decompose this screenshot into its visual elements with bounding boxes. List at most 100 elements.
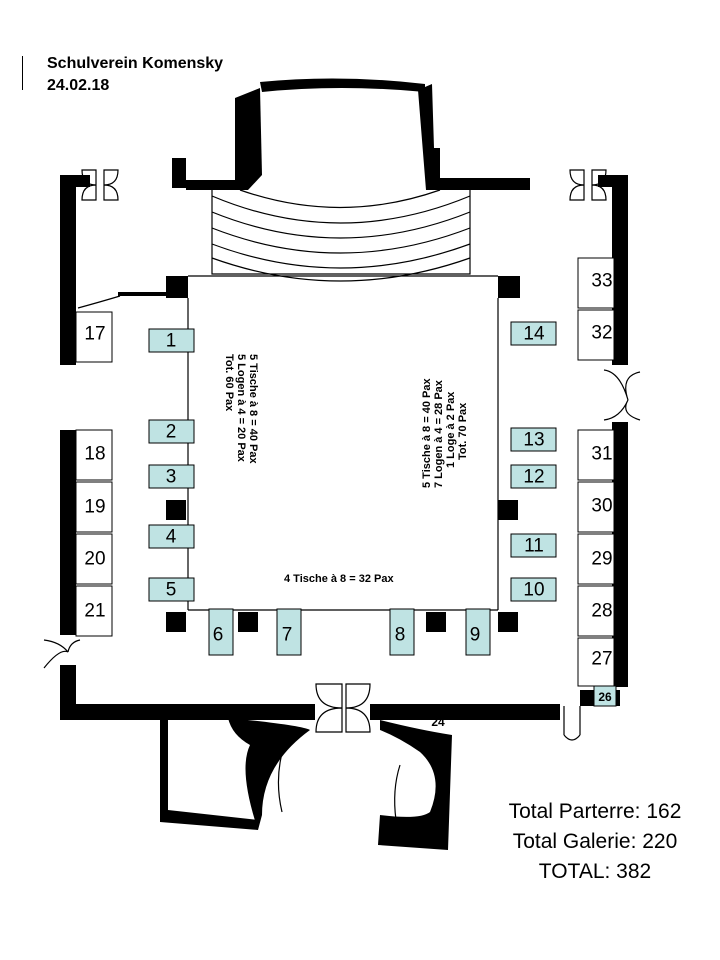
left-note-line-2: 5 Logen à 4 = 20 Pax (235, 354, 247, 463)
pillar (166, 276, 188, 298)
loge-20 (75, 533, 113, 585)
table-3-label: 3 (166, 467, 177, 488)
lobby-left-wall (160, 720, 258, 830)
total-galerie: Total Galerie: 220 (512, 830, 678, 853)
pillar (238, 612, 258, 632)
table-10-label: 10 (523, 580, 544, 601)
table-7 (276, 608, 302, 656)
pillar (166, 500, 186, 520)
right-note-line-2: 7 Logen à 4 = 28 Pax (433, 379, 445, 488)
table-13-label: 13 (523, 430, 544, 451)
loge-21-label: 21 (84, 601, 105, 622)
table-14-label: 14 (523, 324, 545, 345)
pillar (426, 612, 446, 632)
right-wall-low (612, 422, 628, 687)
left-note-line-1: 5 Tische à 8 = 40 Pax (247, 354, 259, 464)
top-right-cap (598, 175, 628, 187)
pillar (498, 276, 520, 298)
loge-26-label: 26 (598, 690, 612, 704)
stage-wall-right (418, 84, 440, 190)
event-header: Schulverein Komensky 24.02.18 (47, 53, 223, 97)
loge-31 (577, 429, 615, 481)
table-4-label: 4 (166, 527, 177, 548)
right-note-line-4: Tot. 70 Pax (457, 402, 469, 460)
table-8 (389, 608, 415, 656)
table-13 (510, 427, 557, 452)
top-left-cap (60, 175, 90, 187)
table-6 (208, 608, 234, 656)
table-1-label: 1 (166, 331, 177, 352)
left-wall-top (60, 175, 76, 365)
left-wall-mid (60, 430, 76, 635)
table-9 (465, 608, 491, 656)
hall-outline (187, 275, 581, 741)
loge-24-label: 24 (431, 715, 445, 729)
table-6-label: 6 (213, 625, 224, 646)
door-top-left-icon (81, 169, 119, 201)
stage-wall-left (235, 88, 262, 190)
loge-17 (75, 311, 113, 363)
loge-26 (593, 685, 617, 707)
top-wall-left (172, 158, 186, 188)
table-2-label: 2 (166, 422, 177, 443)
loge-18-label: 18 (84, 444, 105, 465)
loge-18 (75, 429, 113, 481)
door-top-right-icon (569, 169, 607, 201)
table-11 (510, 533, 557, 558)
totals-block: Total Parterre: 162 Total Galerie: 220 T… (480, 797, 710, 887)
table-1 (148, 328, 195, 353)
total-parterre: Total Parterre: 162 (508, 800, 682, 823)
door-stub (118, 292, 166, 296)
right-wall-top (612, 175, 628, 365)
top-wall-right (440, 178, 530, 190)
table-5 (148, 577, 195, 602)
loge-21 (75, 585, 113, 637)
right-note-line-1: 5 Tische à 8 = 40 Pax (421, 378, 433, 488)
table-5-label: 5 (166, 580, 177, 601)
table-9-label: 9 (470, 625, 481, 646)
stage-rows (211, 189, 471, 282)
loge-20-label: 20 (84, 549, 105, 570)
loge-30-label: 30 (591, 496, 612, 517)
loge-28-label: 28 (591, 601, 612, 622)
loges: 17 18 19 20 21 33 32 31 30 29 28 27 26 2… (75, 257, 617, 729)
stage-back (260, 78, 425, 92)
table-10 (510, 577, 557, 602)
pillar (166, 612, 186, 632)
event-title: Schulverein Komensky (47, 55, 224, 72)
loge-17-label: 17 (84, 324, 105, 345)
loge-33-label: 33 (591, 271, 612, 292)
loge-27 (577, 637, 615, 687)
pillar (498, 500, 518, 520)
lobby-curve (394, 764, 401, 821)
table-12-label: 12 (523, 467, 544, 488)
right-capacity-note: 5 Tische à 8 = 40 Pax 7 Logen à 4 = 28 P… (421, 378, 469, 488)
top-wall-left-2 (186, 180, 236, 190)
doors (43, 169, 641, 821)
left-capacity-note: 5 Tische à 8 = 40 Pax 5 Logen à 4 = 20 P… (223, 354, 259, 464)
table-3 (148, 464, 195, 489)
loge-32-label: 32 (591, 323, 612, 344)
lobby-curve (277, 729, 291, 813)
pillar (498, 612, 518, 632)
door-right-icon (603, 369, 641, 421)
door-main-entrance-icon (315, 683, 371, 733)
lobby-arc-right (378, 720, 452, 850)
door-left-icon (43, 639, 81, 669)
right-note-line-3: 1 Loge à 2 Pax (445, 391, 457, 468)
table-8-label: 8 (395, 625, 406, 646)
door-swing (77, 295, 121, 309)
loge-19-label: 19 (84, 497, 105, 518)
loge-19 (75, 481, 113, 533)
loge-32 (577, 309, 615, 361)
tables: 1 2 3 4 5 6 7 8 9 14 13 12 11 10 (148, 321, 557, 656)
table-14 (510, 321, 557, 346)
loge-27-label: 27 (591, 649, 612, 670)
loge-29 (577, 533, 615, 585)
loge-30 (577, 481, 615, 533)
table-12 (510, 464, 557, 489)
table-11-label: 11 (524, 536, 544, 557)
bottom-wall-left (60, 704, 315, 720)
event-date: 24.02.18 (47, 77, 110, 94)
